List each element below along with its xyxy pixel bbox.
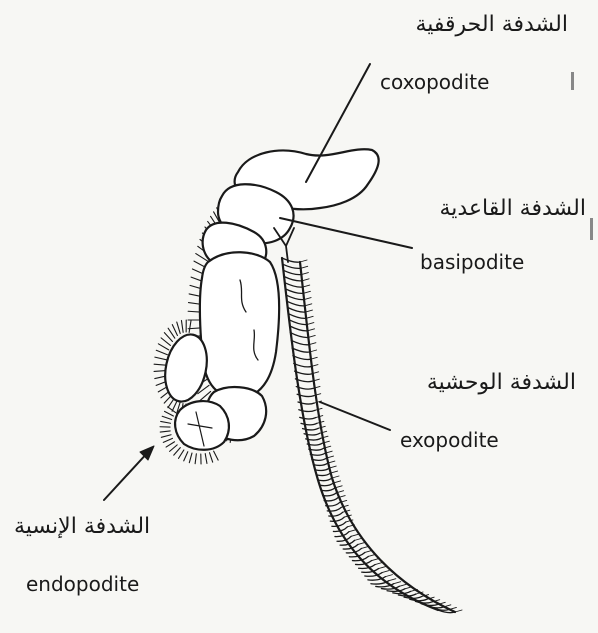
- coxopodite-label-arabic: الشدفة الحرقفية: [415, 12, 568, 37]
- coxopodite-label-latin: coxopodite: [380, 70, 489, 94]
- endopodite-leader: [104, 450, 150, 500]
- basipodite-leader: [280, 218, 412, 248]
- endopodite-label-latin: endopodite: [26, 572, 139, 596]
- endopodite-label-arabic: الشدفة الإنسية: [14, 514, 150, 539]
- basipodite-label-arabic: الشدفة القاعدية: [439, 196, 586, 221]
- exopodite-label-latin: exopodite: [400, 428, 499, 452]
- exopodite-label-arabic: الشدفة الوحشية: [427, 370, 576, 395]
- propodus-segment: [175, 401, 229, 450]
- scan-artifact: [590, 218, 593, 240]
- basipodite-label-latin: basipodite: [420, 250, 524, 274]
- exopodite-leader: [320, 402, 390, 430]
- merus-segment: [200, 252, 279, 398]
- scan-artifact: [571, 72, 574, 90]
